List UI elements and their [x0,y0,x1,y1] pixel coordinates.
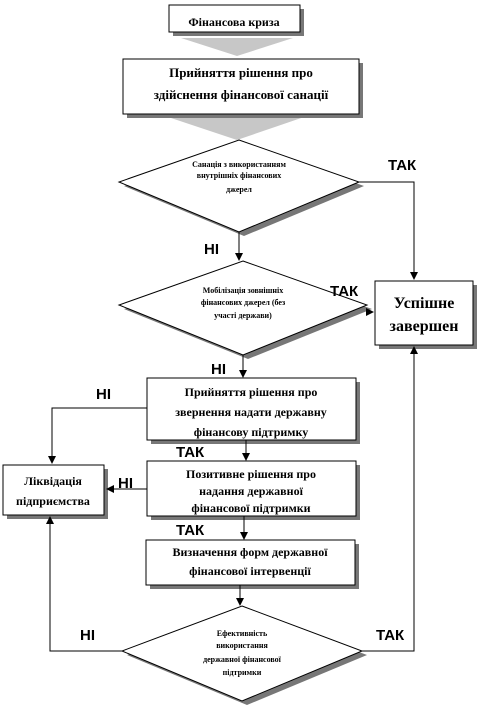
node-success-line2: завершен [390,318,459,335]
arrow-state-request-no [48,407,147,464]
label-external-no: НІ [211,361,226,378]
arrow-effectiveness-no [46,516,122,652]
node-positive-line3: фінансової підтримки [191,501,310,515]
node-intervention-line2: фінансової інтервенції [189,564,311,578]
funnel-bottom [165,116,307,140]
node-decision-sanation: Прийняття рішення про здійснення фінансо… [122,58,363,118]
diamond-effectiveness-line4: підтримки [223,668,262,677]
node-liquidation-line1: Ліквідація [24,474,82,488]
label-state-request-no: НІ [96,386,111,403]
node-state-request-line2: звернення надати державну [175,405,327,419]
diamond-effectiveness-line1: Ефективність [217,629,268,638]
arrow-effectiveness-yes [362,346,418,652]
node-financial-crisis: Фінансова криза [168,4,304,36]
diamond-internal-line3: джерел [226,185,252,194]
diamond-external-sources: Мобілізація зовнішніх фінансових джерел … [117,260,372,359]
node-state-request-line1: Прийняття рішення про [185,385,318,399]
label-state-request-yes: ТАК [176,444,205,461]
node-positive-line2: надання державної [199,484,303,498]
node-intervention-forms: Визначення форм державної фінансової інт… [145,539,359,589]
diamond-internal-line2: внутрішніх фінансових [197,171,281,180]
label-positive-yes: ТАК [176,522,205,539]
funnel-top [181,38,293,56]
diamond-internal-sources: Санація з використанням внутрішніх фінан… [117,139,364,236]
node-success: Успішне завершен [374,280,477,349]
node-decision-sanation-line1: Прийняття рішення про [169,65,313,80]
node-success-line1: Успішне [394,295,455,312]
node-liquidation-line2: підприємства [16,494,90,508]
label-effectiveness-no: НІ [80,627,95,644]
diamond-internal-line1: Санація з використанням [192,160,286,169]
diamond-effectiveness: Ефективність використання державної фіна… [120,605,367,705]
node-state-request: Прийняття рішення про звернення надати д… [146,377,360,444]
node-intervention-line1: Визначення форм державної [172,545,328,559]
label-external-yes: ТАК [330,283,359,300]
diamond-external-line3: участі держави) [214,311,272,320]
node-liquidation: Ліквідація підприємства [2,464,108,519]
label-positive-no: НІ [118,475,133,492]
diamond-effectiveness-line2: використання [216,641,268,650]
label-internal-no: НІ [204,241,219,258]
arrow-internal-yes [359,181,418,280]
node-positive-line1: Позитивне рішення про [186,467,316,481]
diamond-effectiveness-line3: державної фінансової [203,655,282,664]
diamond-external-line1: Мобілізація зовнішніх [203,286,283,295]
label-internal-yes: ТАК [388,157,417,174]
label-effectiveness-yes: ТАК [376,627,405,644]
node-decision-sanation-line2: здійснення фінансової санації [154,87,329,102]
node-positive-decision: Позитивне рішення про надання державної … [146,460,360,520]
node-financial-crisis-text: Фінансова криза [188,15,279,29]
diamond-external-line2: фінансових джерел (без [201,298,286,307]
node-state-request-line3: фінансову підтримку [194,425,308,439]
